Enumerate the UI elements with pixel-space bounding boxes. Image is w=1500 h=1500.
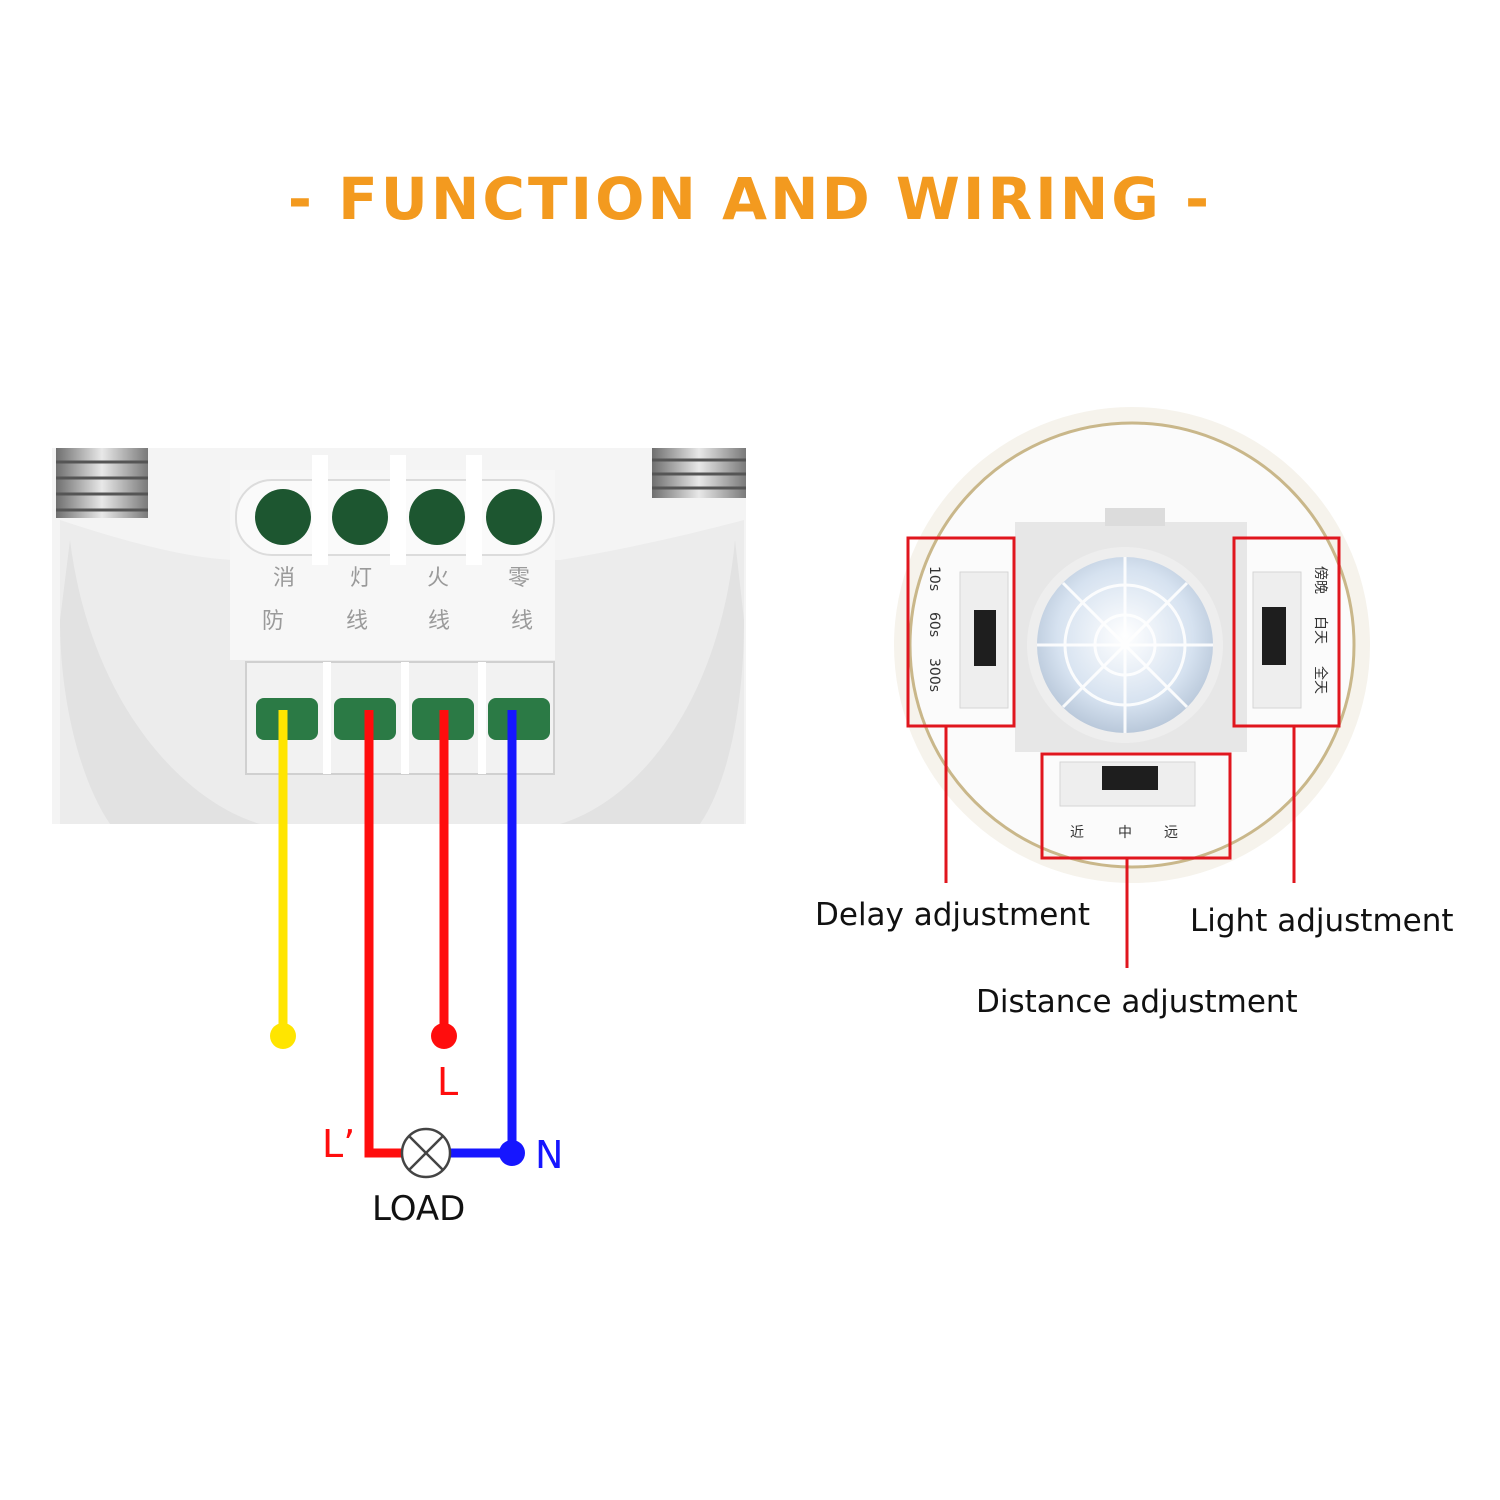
terminal-label-1-top: 消 (273, 566, 295, 591)
delay-callout-box (906, 536, 1016, 728)
delay-scale-3: 300s (926, 658, 942, 692)
light-scale-1: 傍晚 (1312, 566, 1329, 594)
terminal-holes (235, 455, 555, 565)
delay-scale-2: 60s (926, 612, 942, 637)
light-adjustment-label: Light adjustment (1190, 903, 1454, 939)
distance-scale-2: 中 (1118, 825, 1132, 841)
terminal-label-2-bottom: 线 (346, 609, 368, 634)
distance-scale-1: 近 (1070, 825, 1084, 841)
terminal-label-2-top: 灯 (350, 566, 372, 591)
distance-switch (1102, 766, 1158, 790)
light-scale-3: 全天 (1312, 666, 1329, 694)
distance-callout-box (1040, 752, 1232, 860)
terminal-screws (245, 661, 555, 775)
live-wire (431, 710, 457, 1049)
terminal-label-3-bottom: 线 (428, 609, 450, 634)
delay-switch (974, 610, 996, 666)
distance-scale-3: 远 (1164, 825, 1178, 841)
light-callout-box (1232, 536, 1341, 728)
right-spring (652, 448, 746, 498)
neutral-wire (450, 710, 525, 1166)
light-switch (1262, 607, 1286, 665)
terminal-label-4-top: 零 (508, 566, 530, 591)
light-scale-2: 白天 (1312, 616, 1328, 644)
load-wire (364, 710, 402, 1158)
left-spring (56, 448, 148, 518)
sensor-device: 10s 60s 300s 傍晚 白天 全天 近 中 远 (894, 407, 1370, 883)
distance-adjustment-label: Distance adjustment (976, 984, 1298, 1020)
fire-wire (270, 710, 296, 1049)
terminal-module: 消 灯 火 零 防 线 线 线 (52, 448, 746, 824)
live-out-label: L’ (322, 1122, 355, 1166)
delay-scale-1: 10s (926, 566, 942, 591)
page-title: - FUNCTION AND WIRING - (287, 165, 1213, 233)
neutral-label: N (535, 1133, 563, 1177)
terminal-label-4-bottom: 线 (511, 609, 533, 634)
callouts (906, 536, 1341, 968)
live-in-label: L (437, 1060, 458, 1104)
lamp-icon (400, 1127, 452, 1179)
terminal-label-1-bottom: 防 (262, 609, 284, 634)
terminal-label-3-top: 火 (427, 566, 449, 591)
delay-adjustment-label: Delay adjustment (815, 897, 1090, 933)
load-label: LOAD (372, 1189, 465, 1229)
